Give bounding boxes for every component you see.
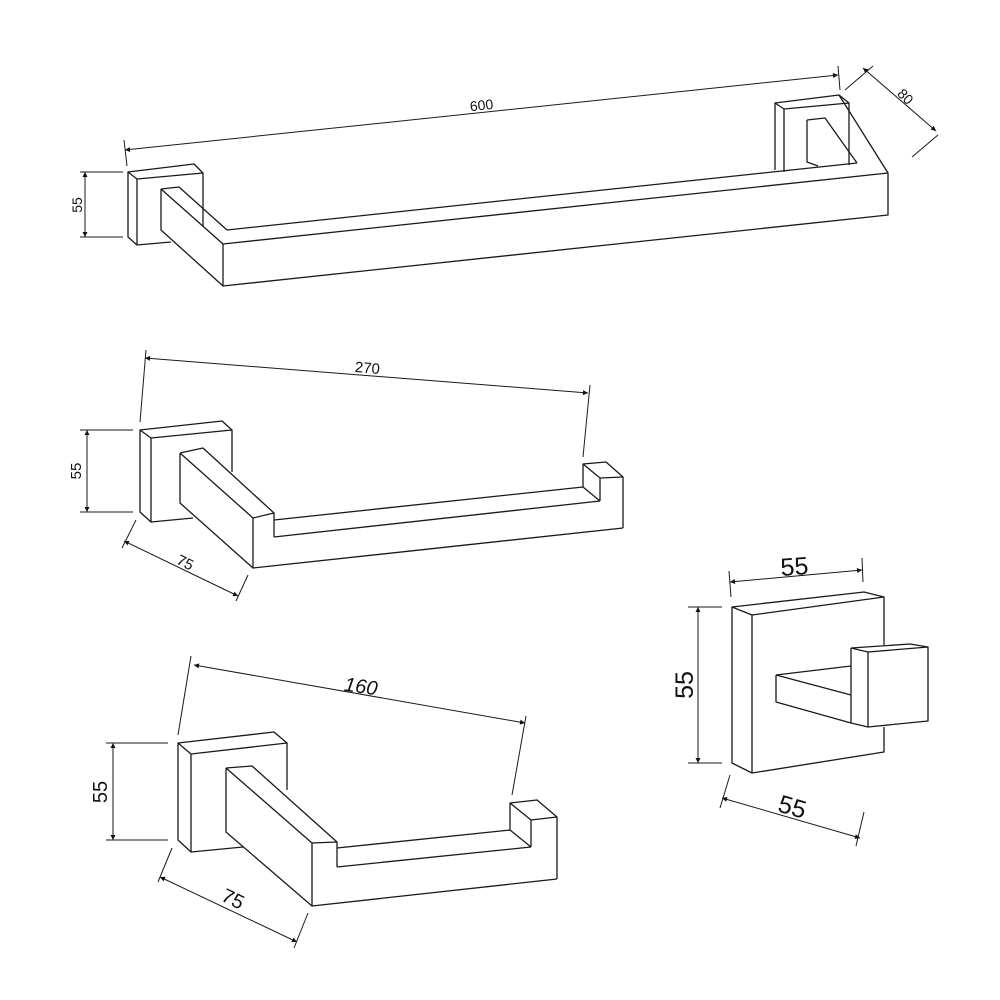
holder-160-outline <box>177 731 558 907</box>
holder-270-length-label: 270 <box>354 359 380 378</box>
towel-bar-height-label: 55 <box>69 197 85 213</box>
towel-bar-depth-label: 80 <box>894 85 916 107</box>
towel-ring-holder-drawing: 270 55 75 <box>68 349 624 602</box>
towel-bar-outline <box>127 94 889 287</box>
holder-270-outline <box>139 420 624 569</box>
towel-bar-drawing: 600 80 55 <box>69 65 939 287</box>
robe-hook-drawing: 55 55 55 <box>671 552 929 847</box>
paper-holder-drawing: 160 55 75 <box>90 655 558 949</box>
holder-160-depth-label: 75 <box>218 885 248 915</box>
robe-hook-dimensions <box>688 557 865 847</box>
robe-hook-height-label: 55 <box>671 671 699 699</box>
towel-bar-dimensions <box>80 65 939 238</box>
holder-160-height-label: 55 <box>90 781 112 803</box>
robe-hook-width-label: 55 <box>780 552 810 582</box>
holder-270-dimensions <box>80 349 591 602</box>
robe-hook-depth-label: 55 <box>775 790 809 825</box>
holder-160-dimensions <box>106 655 527 949</box>
holder-270-height-label: 55 <box>68 463 85 480</box>
holder-160-length-label: 160 <box>343 674 379 700</box>
robe-hook-outline <box>731 591 929 774</box>
towel-bar-length-label: 600 <box>469 96 494 114</box>
holder-270-depth-label: 75 <box>174 552 196 575</box>
